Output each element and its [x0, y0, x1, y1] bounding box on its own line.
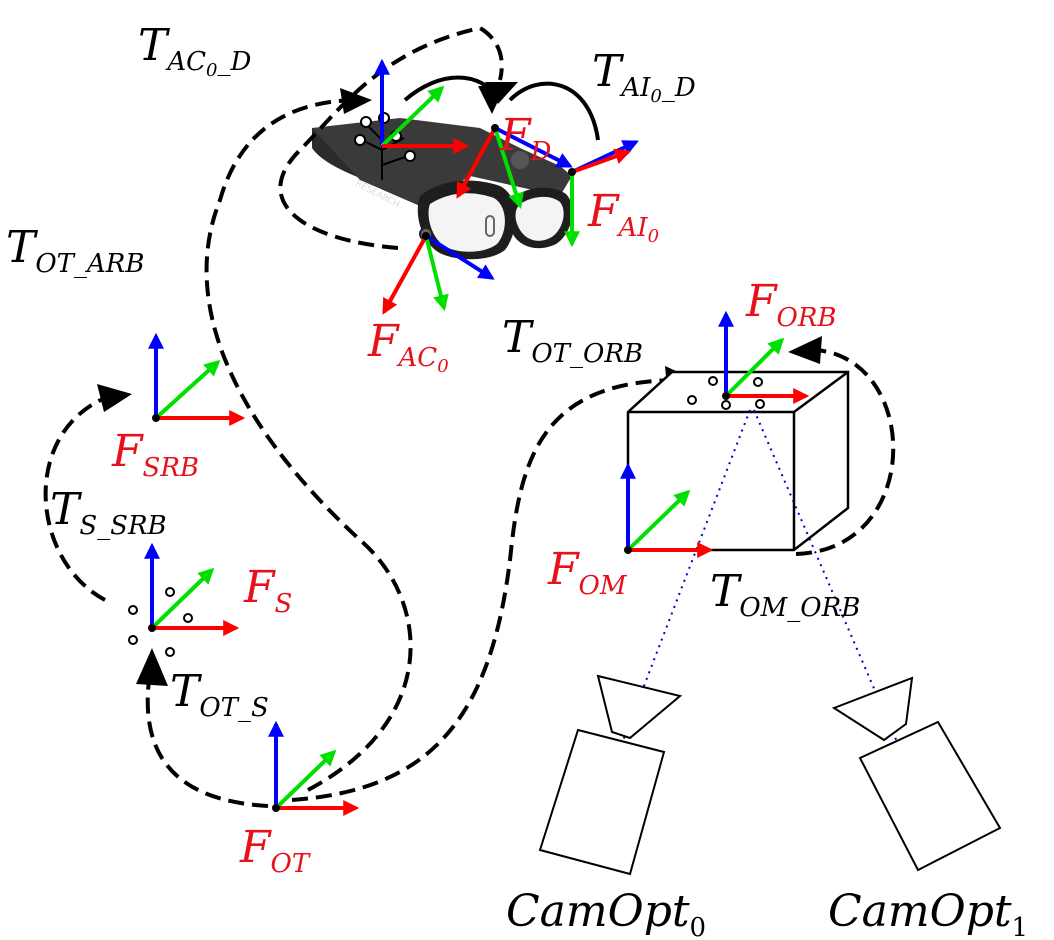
transform-labels: TAC0_D TAI0_D TOT_ARB TOT_ORB TS_SRB TOT…	[6, 20, 860, 723]
label-f-ac0: FAC0	[367, 316, 449, 377]
arrowhead-ai0-d	[478, 86, 505, 114]
transform-path-om-orb	[795, 347, 896, 556]
frame-srb-axes	[148, 332, 246, 426]
glasses-lens-left	[428, 193, 505, 252]
label-f-orb: FORB	[745, 276, 837, 333]
label-f-srb: FSRB	[111, 426, 199, 483]
frame-ac0-x-axis	[382, 235, 428, 315]
label-t-om-orb: TOM_ORB	[710, 566, 860, 623]
label-t-ot-arb: TOT_ARB	[6, 222, 144, 279]
smart-glasses: RESEARCH	[312, 110, 573, 260]
frame-ot-axes	[268, 720, 360, 816]
transform-path-s-srb	[43, 394, 111, 602]
label-t-ac0-d: TAC0_D	[138, 20, 251, 81]
label-f-ai0: FAI0	[587, 186, 659, 247]
label-t-ai0-d: TAI0_D	[592, 46, 696, 107]
frame-orb-axes	[718, 310, 810, 404]
camera-1-lens	[831, 676, 914, 742]
frame-d-x-axis	[456, 127, 497, 199]
frame-d-y-axis	[493, 127, 524, 210]
glasses-frame-body	[312, 118, 572, 206]
label-f-d: FD	[499, 110, 552, 167]
object-cube	[626, 370, 850, 552]
coordinate-frames	[144, 58, 810, 816]
frame-ot-y-axis	[274, 749, 337, 810]
arrowhead-ot-s	[136, 648, 168, 686]
transform-path-ot-s	[145, 671, 269, 808]
frame-ai0-axes	[564, 140, 639, 248]
frame-ai0-x-axis	[571, 148, 632, 174]
camera-labels: CamOpt0 CamOpt1	[506, 886, 1028, 940]
transform-path-ot-arb	[204, 98, 413, 792]
camera-1	[831, 676, 1002, 872]
label-f-s: FS	[243, 562, 292, 619]
glasses-nose-pad	[485, 215, 495, 237]
frame-ac0-y-axis	[424, 235, 449, 312]
arrowhead-s-srb	[97, 384, 132, 412]
arrowhead-ot-arb	[340, 88, 372, 114]
frame-ac0-axes	[382, 234, 495, 315]
label-t-ot-orb: TOT_ORB	[502, 312, 643, 369]
frame-ac0-z-axis	[424, 234, 495, 280]
label-cam-opt-0: CamOpt0	[506, 886, 706, 940]
frame-orb-y-axis	[724, 337, 785, 398]
camera-0-body	[538, 728, 666, 876]
frame-s-axes	[144, 542, 240, 636]
cube-outline	[626, 370, 850, 552]
transform-path-ac0-d	[278, 25, 504, 250]
camera-0-lens	[596, 674, 683, 740]
label-f-ot: FOT	[239, 822, 311, 879]
frame-origins	[148, 124, 730, 812]
transform-path-ot-orb	[291, 378, 681, 802]
camera-0	[538, 674, 683, 876]
glasses-emblem	[511, 151, 529, 169]
frame-srb-y-axis	[154, 359, 221, 420]
label-t-ot-s: TOT_S	[170, 666, 269, 723]
cube-markers	[687, 376, 765, 410]
frame-arb-axes	[374, 58, 470, 154]
frame-d-z-axis	[494, 126, 573, 168]
label-t-s-srb: TS_SRB	[50, 484, 167, 541]
frame-om-y-axis	[626, 489, 691, 552]
arrowhead-om-orb	[788, 336, 822, 364]
label-cam-opt-1: CamOpt1	[828, 886, 1028, 940]
glasses-lens-right	[515, 196, 564, 241]
camera-1-body	[858, 720, 1002, 872]
sensor-markers	[128, 587, 193, 657]
frame-arb-y-axis	[380, 85, 445, 148]
frame-om-axes	[620, 462, 714, 558]
transform-paths	[43, 25, 896, 808]
frame-d-axes	[456, 126, 573, 210]
frame-labels: FD FAI0 FAC0 FORB FSRB FS FOM FOT	[111, 110, 837, 879]
label-f-om: FOM	[547, 544, 628, 601]
frame-s-y-axis	[150, 567, 215, 630]
